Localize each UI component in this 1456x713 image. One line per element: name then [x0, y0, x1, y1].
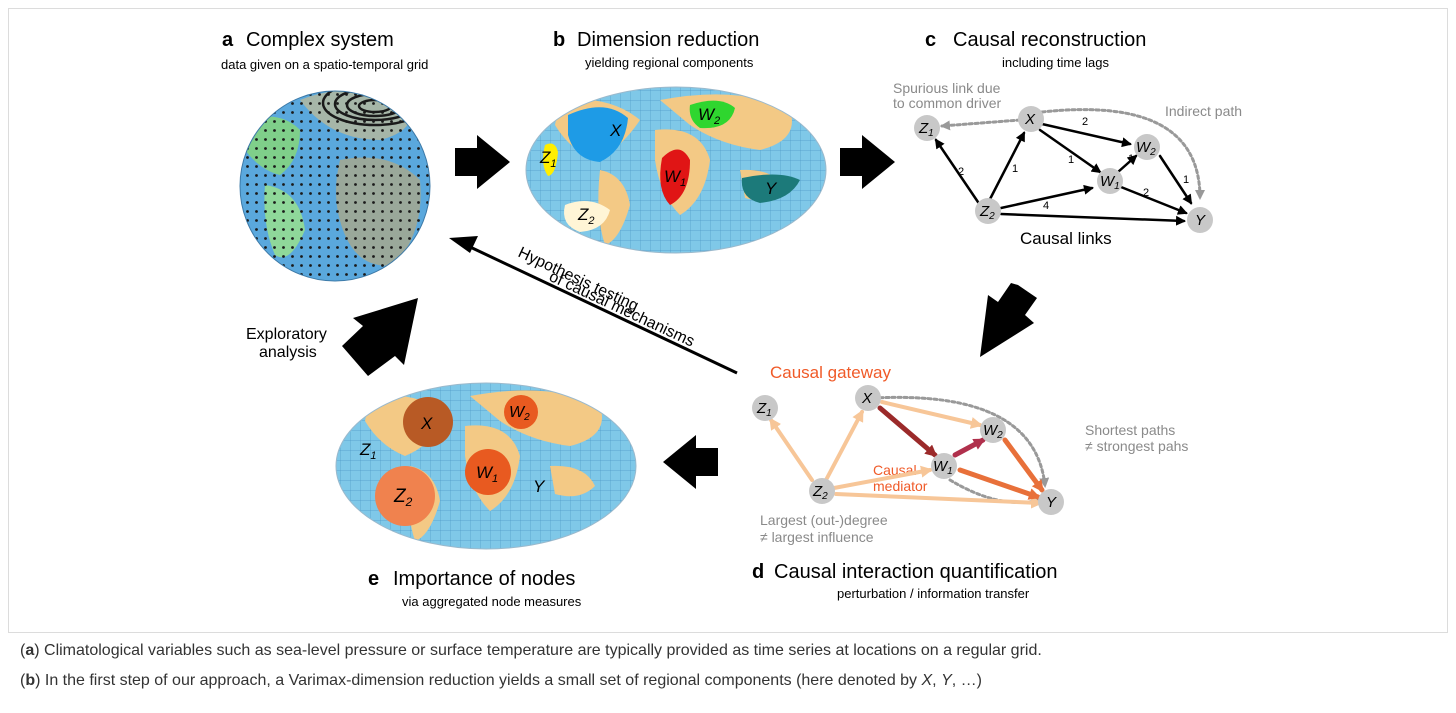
panel-b-subtitle: yielding regional components [585, 55, 754, 70]
lag-w2-y: 1 [1183, 174, 1189, 186]
region-label-z1: Z1 [539, 148, 557, 170]
node-c-z2: Z2 [979, 203, 995, 222]
causal-graph-c [934, 108, 1205, 226]
causal-graph-d [769, 395, 1050, 509]
node-d-w2: W2 [983, 422, 1003, 441]
node-c-w1: W1 [1100, 173, 1120, 192]
arrow-b-to-c [840, 135, 895, 189]
caption-b-tail: , …) [951, 672, 982, 689]
panel-a-title: Complex system [246, 29, 394, 51]
panel-c-subtitle: including time lags [1002, 55, 1109, 70]
panel-b-title: Dimension reduction [577, 29, 759, 51]
node-d-z1: Z1 [756, 400, 772, 419]
region-label-w1: W1 [664, 167, 686, 189]
exploratory-line2: analysis [259, 344, 317, 361]
region-e-z2: Z2 [393, 486, 413, 509]
panel-d: Causal gateway Shortest paths ≠ stronges… [752, 363, 1188, 601]
node-c-y: Y [1195, 212, 1206, 229]
nodes-d: Z1 X W2 W1 Z2 Y [752, 385, 1064, 515]
arrow-c-to-d [980, 283, 1037, 357]
node-c-z1: Z1 [918, 120, 934, 139]
arrow-d-to-e [663, 435, 718, 489]
panel-e-subtitle: via aggregated node measures [402, 594, 582, 609]
panel-a-subtitle: data given on a spatio-temporal grid [221, 57, 428, 72]
panel-d-letter: d [752, 561, 764, 583]
shortest-label-line2: ≠ strongest pahs [1085, 438, 1188, 454]
node-d-y: Y [1046, 494, 1057, 511]
node-c-x: X [1024, 111, 1036, 128]
region-e-w2: W2 [509, 404, 530, 423]
nodes-c: Z1 X W2 W1 Z2 Y [914, 106, 1213, 233]
world-map-e: X W2 W1 Z1 Y Z2 [335, 382, 637, 550]
degree-label-line1: Largest (out-)degree [760, 512, 888, 528]
panel-c-title: Causal reconstruction [953, 29, 1146, 51]
caption-b-x: X [921, 672, 933, 689]
region-label-x: X [609, 121, 622, 140]
caption-b-open: ( [20, 672, 26, 689]
region-e-z1: Z1 [359, 440, 377, 462]
node-c-w2: W2 [1136, 139, 1156, 158]
panel-e: X W2 W1 Z1 Y Z2 e Importance of nodes vi… [335, 382, 637, 609]
node-d-x: X [861, 390, 873, 407]
node-d-w1: W1 [933, 458, 953, 477]
degree-label-line2: ≠ largest influence [760, 529, 874, 545]
region-label-w2: W2 [698, 105, 720, 127]
caption-b-comma: , [932, 672, 942, 689]
caption-a-open: ( [20, 642, 26, 659]
shortest-label-line1: Shortest paths [1085, 422, 1175, 438]
caption-a-letter: a [25, 642, 35, 659]
arrow-a-to-b [455, 135, 510, 189]
mediator-label-line2: mediator [873, 478, 928, 494]
panel-e-title: Importance of nodes [393, 568, 575, 590]
node-d-z2: Z2 [812, 483, 828, 502]
lag-z2-x: 1 [1012, 163, 1018, 175]
lag-z2-z1: 2 [958, 166, 964, 178]
caption-b-y: Y [941, 672, 952, 689]
arrow-hypothesis [467, 244, 738, 375]
region-e-y: Y [533, 477, 546, 496]
panel-c-letter: c [925, 29, 936, 51]
caption-a-close: ) [34, 642, 40, 659]
lag-w1-y: 2 [1143, 187, 1149, 199]
panel-d-subtitle: perturbation / information transfer [837, 586, 1030, 601]
panel-b: b Dimension reduction yielding regional … [525, 29, 827, 254]
panel-d-title: Causal interaction quantification [774, 561, 1058, 583]
exploratory-line1: Exploratory [246, 326, 327, 343]
lag-x-w2: 2 [1082, 116, 1088, 128]
panel-c: c Causal reconstruction including time l… [893, 29, 1242, 248]
arrow-hypothesis-head [449, 236, 478, 253]
lag-w1-w2: 1 [1128, 153, 1134, 165]
lag-z2-y: 4 [1043, 200, 1049, 212]
spurious-label-line1: Spurious link due [893, 80, 1001, 96]
region-label-y: Y [765, 179, 778, 198]
diagram: a Complex system data given on a spatio-… [221, 29, 1242, 609]
caption-line-a: (a) Climatological variables such as sea… [20, 642, 1042, 660]
caption-b-close: ) [35, 672, 41, 689]
caption-a-text: Climatological variables such as sea-lev… [39, 642, 1042, 659]
arrow-e-to-a [342, 298, 418, 376]
panel-a-letter: a [222, 29, 234, 51]
caption-b-text: In the first step of our approach, a Var… [40, 672, 922, 689]
region-e-w1: W1 [476, 463, 498, 485]
panel-e-letter: e [368, 568, 379, 590]
caption-b-letter: b [25, 672, 36, 689]
region-e-x: X [420, 414, 433, 433]
caption-line-b: (b) In the first step of our approach, a… [20, 672, 982, 690]
hypothesis-line2: of causal mechanisms [546, 268, 697, 350]
panel-b-letter: b [553, 29, 565, 51]
world-map-b: X W2 W1 Z1 Y Z2 [525, 86, 827, 254]
indirect-path-label: Indirect path [1165, 103, 1242, 119]
spurious-label-line2: to common driver [893, 95, 1001, 111]
panel-a: a Complex system data given on a spatio-… [221, 29, 431, 282]
globe [239, 90, 431, 282]
lag-x-w1: 1 [1068, 154, 1074, 166]
causal-links-label: Causal links [1020, 229, 1112, 248]
gateway-label: Causal gateway [770, 363, 891, 382]
region-label-z2: Z2 [577, 205, 595, 227]
